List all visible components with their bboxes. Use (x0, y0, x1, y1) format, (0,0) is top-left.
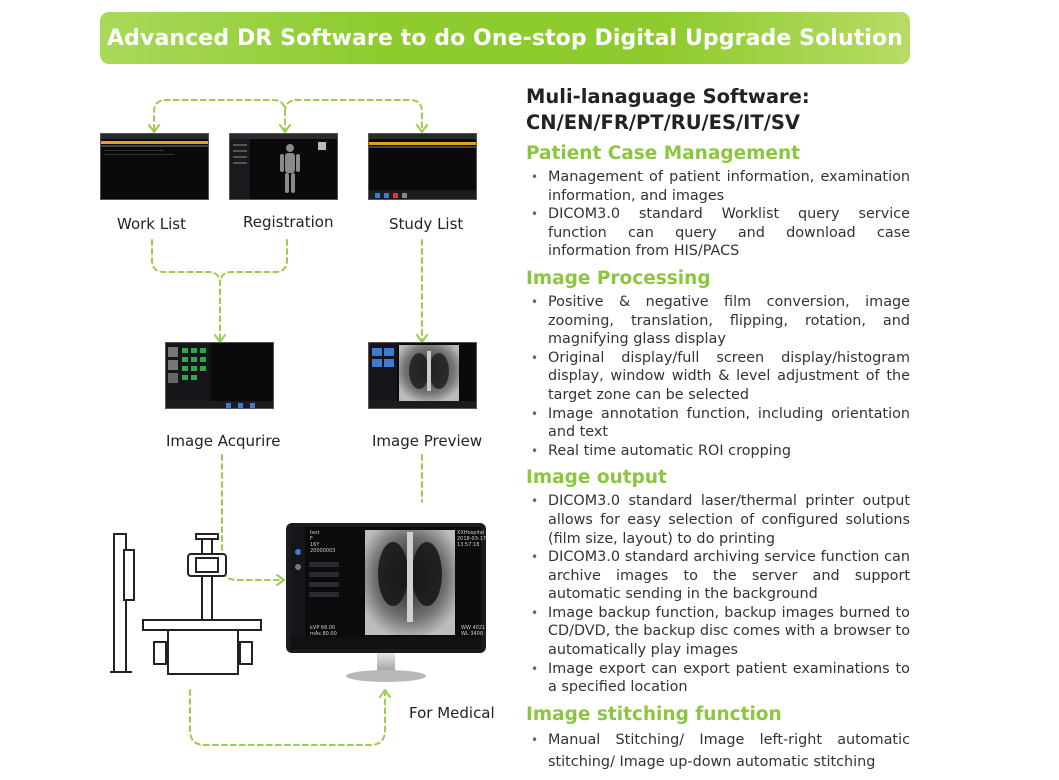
wall-stand-illustration (110, 533, 135, 673)
arrow-device (276, 574, 285, 586)
study-date: 2018-03-17 (457, 536, 487, 542)
monitor-illustration (286, 523, 486, 682)
list-item: Management of patient information, exami… (526, 168, 910, 205)
exposure-mas: mAs 80.00 (310, 631, 337, 637)
preview-screenshot (368, 342, 477, 409)
monitor-exposure-info: kVP 66.00 mAs 80.00 (310, 625, 337, 637)
studylist-screenshot (368, 133, 477, 200)
study-hospital: XXHospital (457, 530, 485, 536)
worklist-screenshot (100, 133, 209, 200)
arrow-monitor (379, 689, 391, 698)
list-item: Manual Stitching/ Image left-right autom… (526, 729, 910, 773)
patient-name: test (310, 530, 320, 536)
language-title: Muli-lanaguage Software: (526, 85, 810, 108)
section-heading-image-stitching: Image stitching function (526, 703, 782, 725)
list-item: DICOM3.0 standard Worklist query service… (526, 205, 910, 261)
title-banner: Advanced DR Software to do One-stop Digi… (100, 12, 910, 64)
image-processing-list: Positive & negative film conversion, ima… (526, 293, 910, 460)
acquire-label: Image Acqurire (166, 432, 281, 450)
patient-sex: F (310, 536, 313, 542)
studylist-label: Study List (389, 215, 464, 233)
patient-age: 16Y (310, 542, 320, 548)
arrow-worklist (148, 124, 160, 133)
monitor-study-info: XXHospital 2018-03-17 13:57:18 (457, 530, 486, 548)
banner-title: Advanced DR Software to do One-stop Digi… (107, 25, 903, 51)
study-time: 13:57:18 (457, 542, 480, 548)
arrow-registration (279, 124, 291, 133)
image-stitching-list: Manual Stitching/ Image left-right autom… (526, 729, 910, 773)
worklist-label: Work List (117, 215, 186, 233)
connector-bottom-loop (189, 689, 386, 746)
registration-screenshot (229, 133, 338, 200)
registration-label: Registration (243, 213, 334, 231)
registration-screen-graphic (230, 134, 337, 199)
section-heading-image-processing: Image Processing (526, 267, 711, 289)
worklist-screen-graphic (101, 134, 208, 155)
feature-list: Muli-lanaguage Software: CN/EN/FR/PT/RU/… (526, 84, 910, 773)
list-item: Positive & negative film conversion, ima… (526, 293, 910, 349)
list-item: Real time automatic ROI cropping (526, 442, 910, 461)
list-item: DICOM3.0 standard laser/thermal printer … (526, 492, 910, 548)
list-item: DICOM3.0 standard archiving service func… (526, 548, 910, 604)
preview-screen-graphic (369, 343, 476, 408)
connector-registration-acquire (219, 239, 288, 285)
list-item: Image export can export patient examinat… (526, 660, 910, 697)
list-item: Image annotation function, including ori… (526, 405, 910, 442)
list-item: Original display/full screen display/his… (526, 349, 910, 405)
connector-worklist-acquire (151, 239, 221, 341)
acquire-screen-graphic (166, 343, 273, 408)
list-item: Image backup function, backup images bur… (526, 604, 910, 660)
for-medical-label: For Medical (409, 704, 495, 722)
patient-id: 20000003 (310, 548, 336, 554)
monitor-window-info: WW 4021 WL 3400 (461, 625, 485, 637)
section-heading-image-output: Image output (526, 467, 667, 489)
window-width: WW 4021 (461, 625, 486, 631)
arrow-studylist (416, 124, 428, 133)
image-output-list: DICOM3.0 standard laser/thermal printer … (526, 492, 910, 697)
section-heading-patient-case: Patient Case Management (526, 143, 800, 164)
connector-worklist-registration (153, 99, 286, 131)
exposure-kvp: kVP 66.00 (310, 625, 336, 631)
monitor-patient-info: test F 16Y 20000003 (310, 530, 335, 554)
language-list: CN/EN/FR/PT/RU/ES/IT/SV (526, 111, 800, 134)
xray-table-illustration (142, 533, 262, 675)
preview-label: Image Preview (372, 432, 483, 450)
acquire-screenshot (165, 342, 274, 409)
window-level: WL 3400 (461, 631, 484, 637)
connector-registration-studylist (284, 99, 423, 131)
studylist-screen-graphic (369, 134, 476, 199)
patient-case-list: Management of patient information, exami… (526, 168, 910, 261)
human-body-icon (280, 144, 300, 193)
